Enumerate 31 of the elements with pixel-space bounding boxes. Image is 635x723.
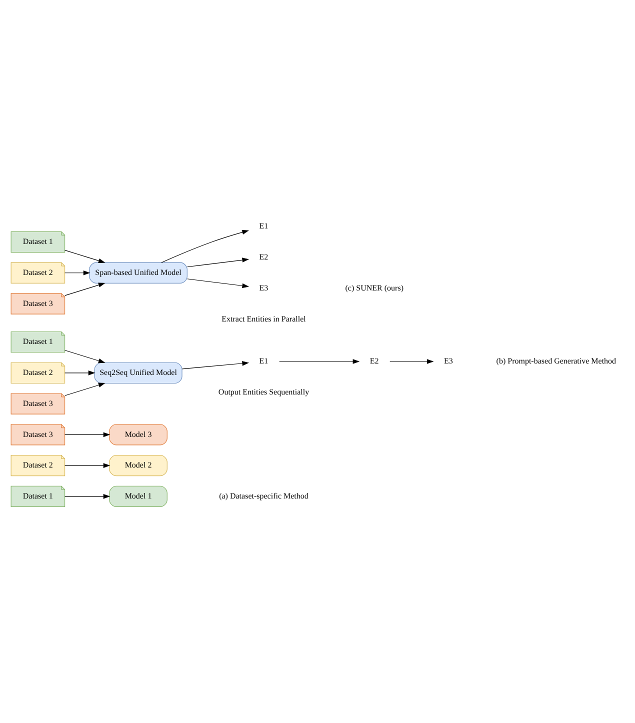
- arrow: [161, 230, 250, 263]
- arrow: [64, 382, 106, 396]
- node-box: Seq2Seq Unified Model: [94, 362, 182, 384]
- arrow: [64, 494, 110, 499]
- arrow: [64, 350, 106, 364]
- arrow: [186, 258, 250, 268]
- label: (b) Prompt-based Generative Method: [496, 356, 616, 366]
- label: Extract Entities in Parallel: [222, 314, 306, 324]
- arrow: [182, 361, 250, 370]
- node-text: E2: [370, 356, 379, 366]
- label: Output Entities Sequentially: [218, 387, 310, 396]
- node-box: Span-based Unified Model: [89, 262, 188, 284]
- arrow: [64, 370, 96, 376]
- node-text: E3: [259, 283, 268, 292]
- node-box: Model 2: [109, 454, 168, 476]
- label: (c) SUNER (ours): [345, 283, 404, 292]
- node-box: Model 3: [109, 424, 168, 446]
- arrow: [279, 359, 360, 364]
- arrow: [64, 463, 110, 468]
- arrow: [64, 270, 90, 276]
- arrow: [186, 278, 250, 288]
- arrow: [64, 282, 106, 296]
- node-box: Model 1: [109, 486, 168, 507]
- label: (a) Dataset-specific Method: [219, 492, 308, 501]
- node-text: E2: [259, 252, 268, 262]
- arrow: [64, 432, 110, 438]
- arrow: [64, 250, 106, 264]
- arrow: [390, 359, 434, 364]
- node-text: E3: [444, 356, 453, 366]
- node-text: E1: [259, 222, 268, 231]
- node-text: E1: [259, 356, 268, 366]
